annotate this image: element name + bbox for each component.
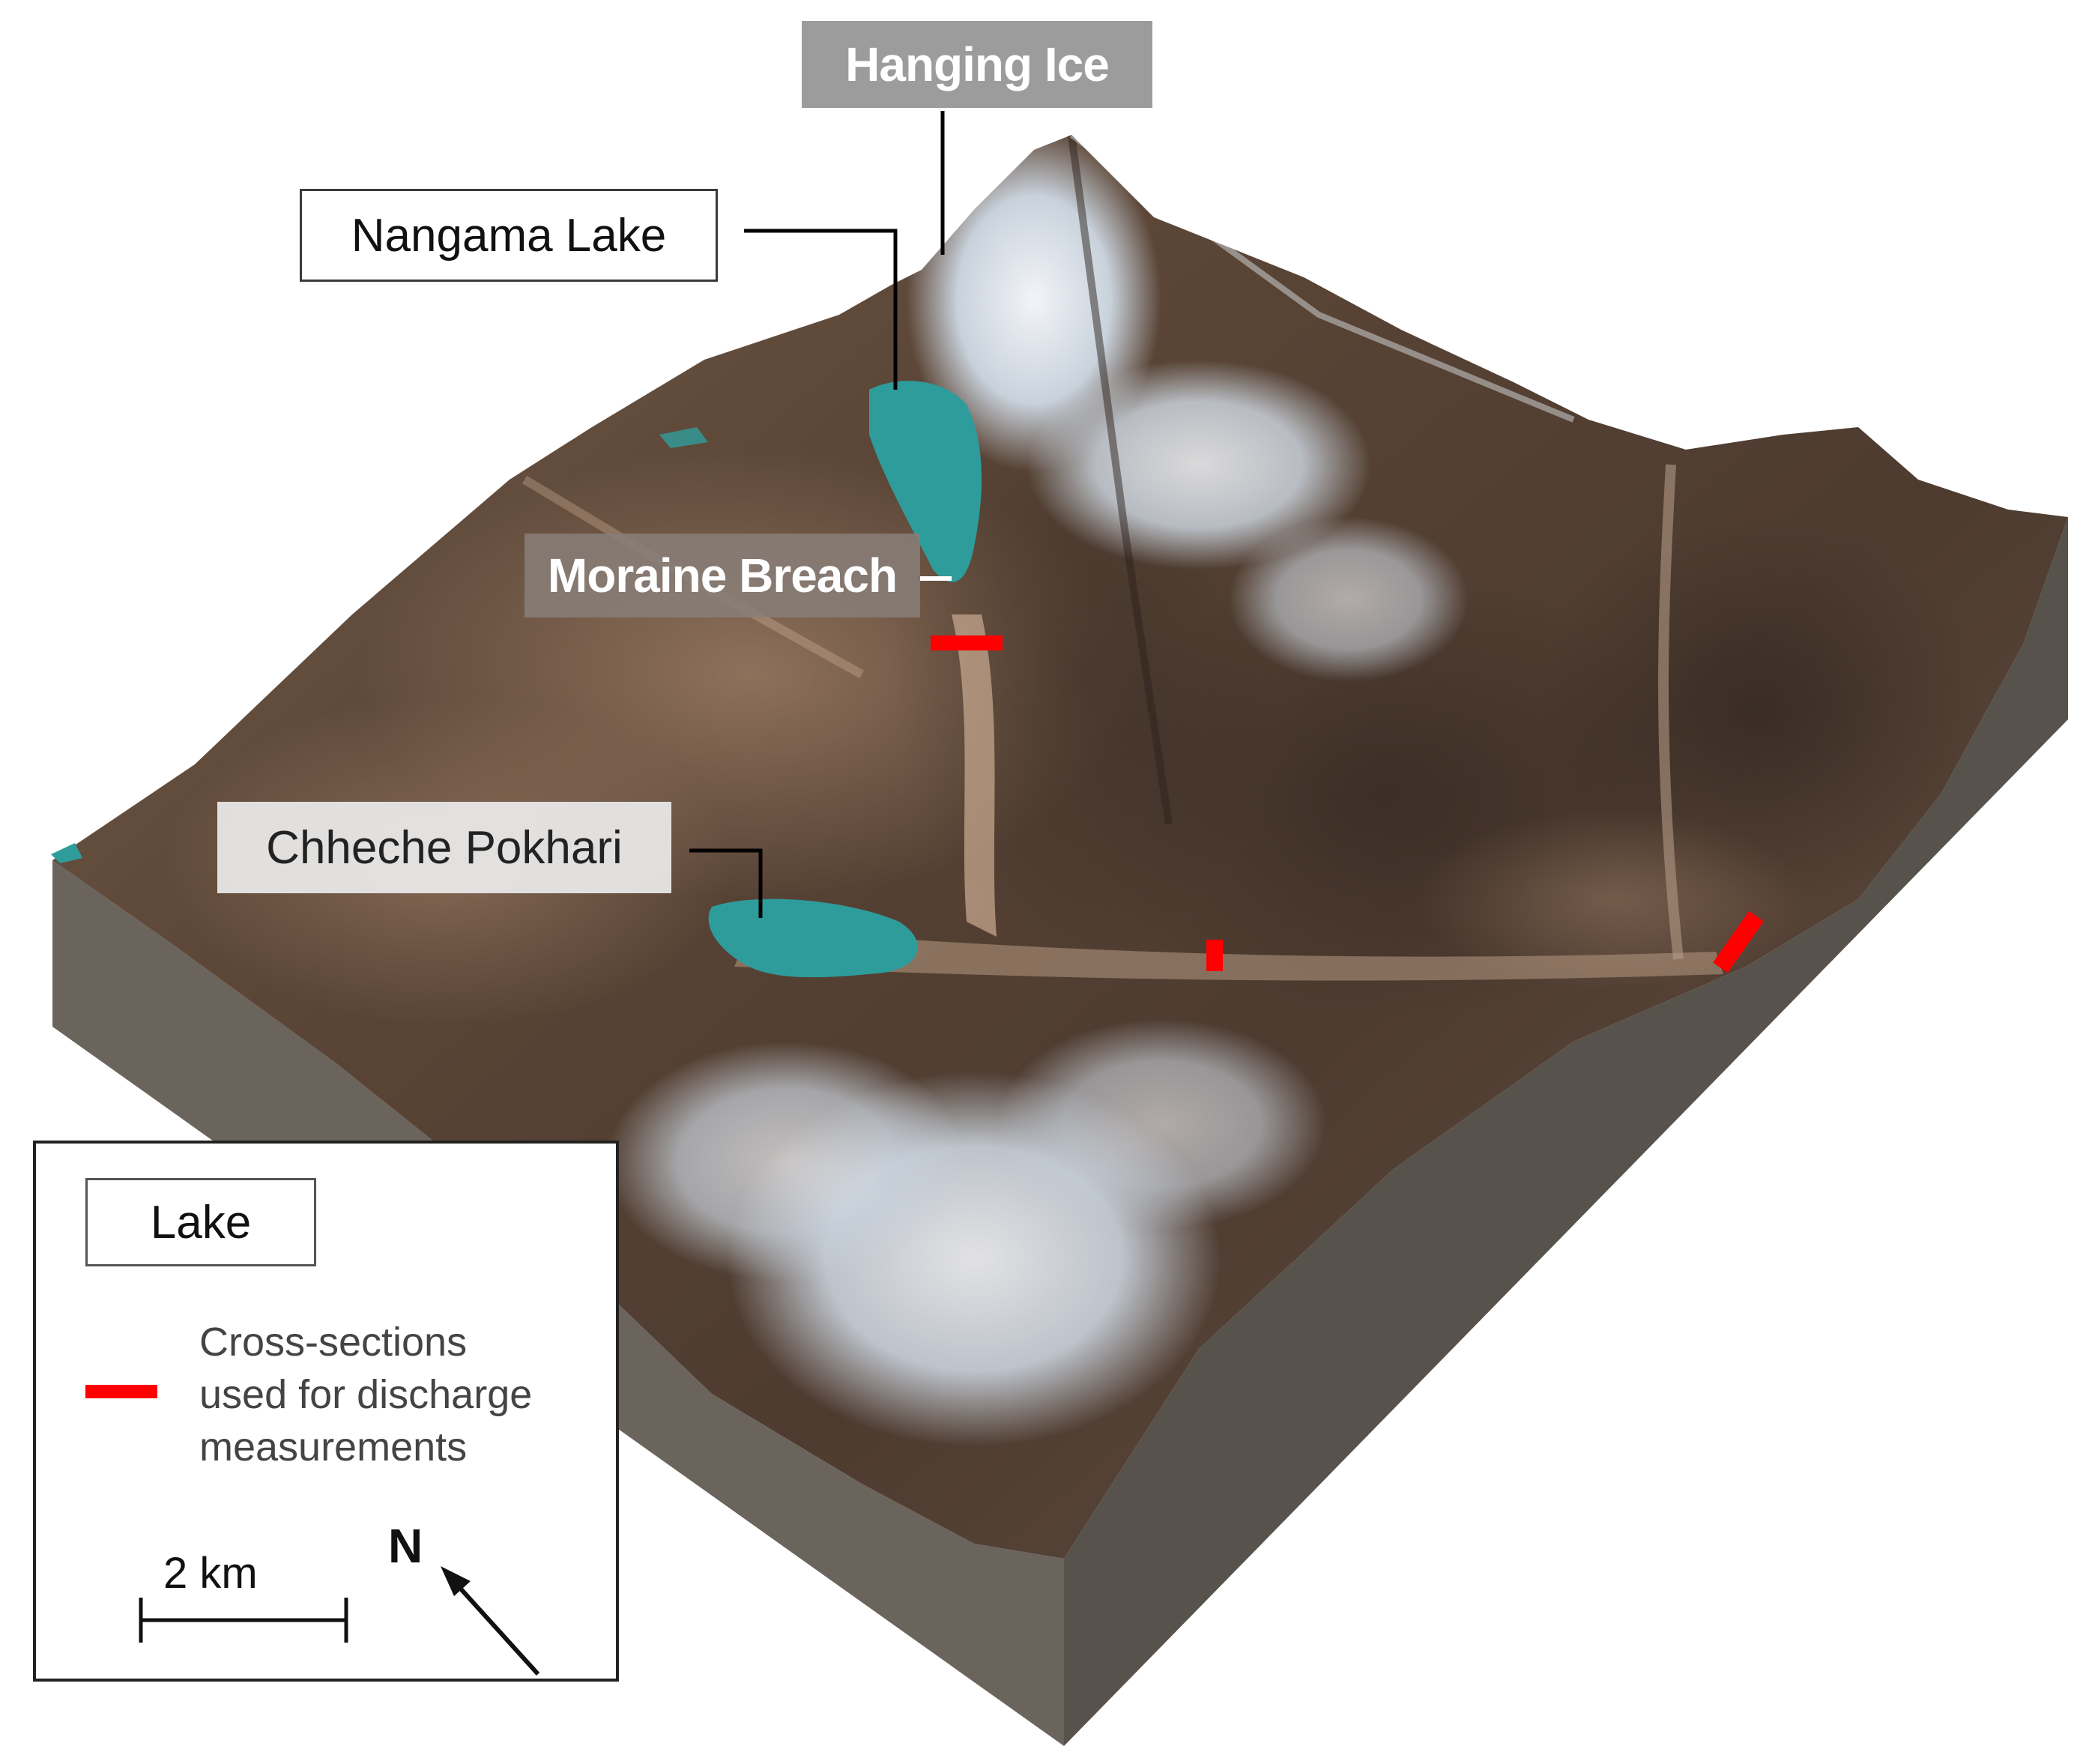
legend-lake-swatch: Lake [85, 1178, 316, 1266]
legend-cross-section-swatch [85, 1385, 157, 1398]
nangama-lake-label: Nangama Lake [300, 189, 718, 282]
north-label: N [388, 1519, 423, 1573]
legend-lake-label: Lake [150, 1196, 252, 1248]
chheche-pokhari [708, 898, 918, 978]
legend-cross-section-label: Cross-sections used for discharge measur… [199, 1320, 533, 1470]
small-lake-far [659, 427, 708, 448]
legend: Lake Cross-sections used for discharge m… [33, 1141, 619, 1682]
scale-bar [139, 1598, 348, 1643]
chheche-pokhari-label: Chheche Pokhari [217, 802, 671, 893]
moraine-breach-label: Moraine Breach [524, 534, 920, 617]
nangama-lake [869, 381, 982, 582]
hanging-ice-label: Hanging Ice [802, 21, 1152, 108]
block-right-side [1064, 517, 2068, 1746]
nangama-lake-text: Nangama Lake [351, 209, 667, 262]
nangama-lake-leader [744, 229, 898, 390]
north-arrow-icon [441, 1566, 540, 1676]
cross-section-3 [1713, 910, 1764, 973]
chheche-pokhari-text: Chheche Pokhari [266, 821, 623, 874]
cross-section-2 [1206, 940, 1223, 971]
hanging-ice-text: Hanging Ice [845, 37, 1110, 91]
small-lake-left [51, 843, 82, 863]
moraine-breach-text: Moraine Breach [547, 549, 898, 602]
cross-section-1 [931, 635, 1003, 650]
scale-bar-label: 2 km [163, 1549, 258, 1598]
chheche-pokhari-leader [689, 848, 763, 918]
